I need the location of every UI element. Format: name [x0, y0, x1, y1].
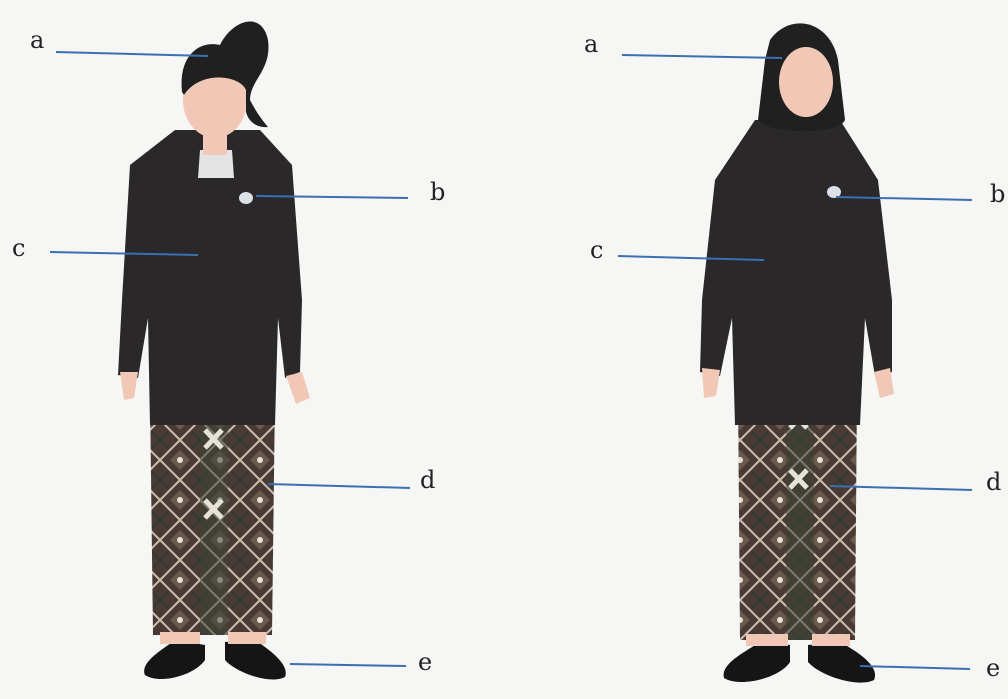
label-right-a: a	[584, 32, 598, 56]
leader-left-d	[268, 484, 410, 488]
leader-left-a	[56, 52, 208, 56]
label-left-c: c	[12, 236, 25, 260]
shoes-left	[144, 640, 205, 679]
figure-left	[118, 21, 310, 679]
leader-left-e	[290, 664, 406, 666]
shoes-right	[724, 642, 790, 682]
figure-right	[700, 23, 894, 682]
jacket-right	[700, 120, 892, 425]
leader-right-a	[622, 55, 782, 58]
label-left-d: d	[420, 468, 435, 492]
label-left-b: b	[430, 180, 445, 204]
label-right-e: e	[986, 656, 1000, 680]
label-right-b: b	[990, 182, 1005, 206]
label-left-e: e	[418, 650, 432, 674]
leader-right-e	[860, 666, 970, 669]
label-left-a: a	[30, 28, 44, 52]
label-right-d: d	[986, 470, 1001, 494]
brooch-left	[239, 192, 253, 204]
label-right-c: c	[590, 238, 603, 262]
